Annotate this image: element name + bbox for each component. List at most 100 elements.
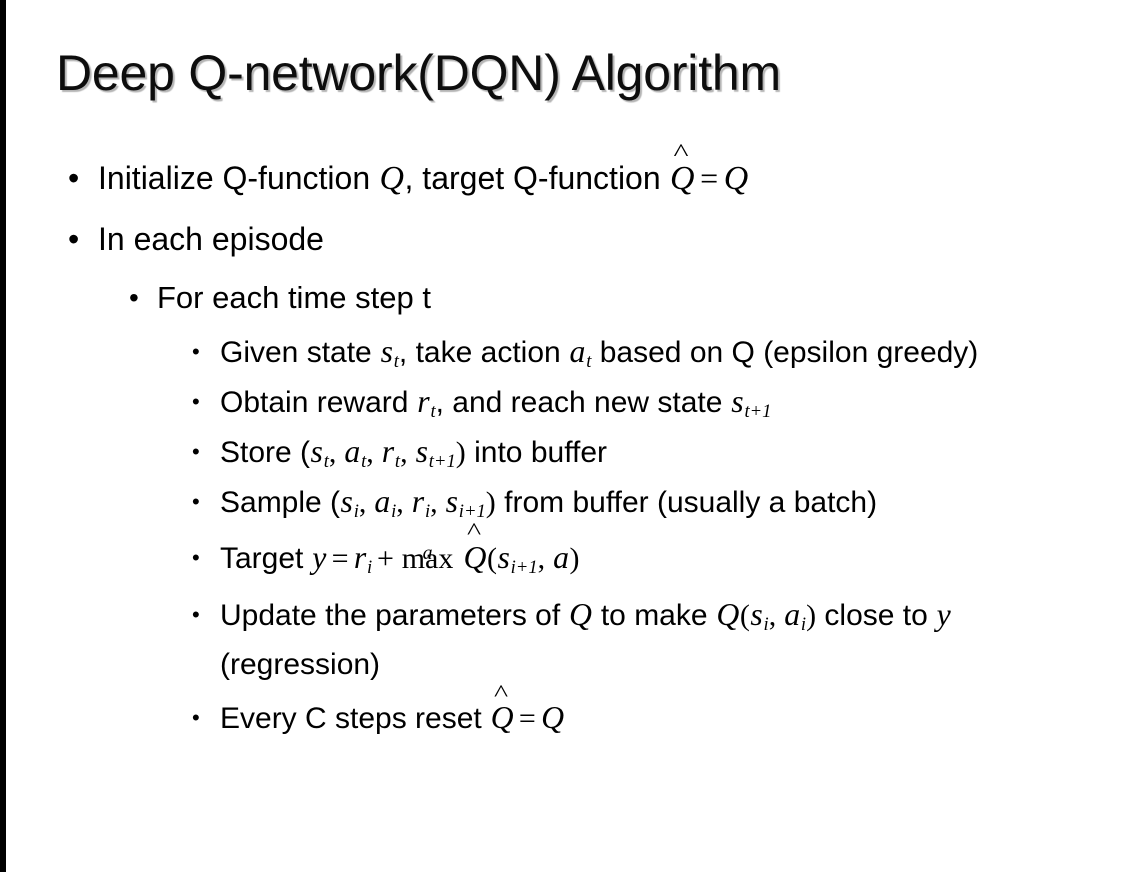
list-item: • Initialize Q-function Q, target Q-func…: [0, 140, 1124, 209]
math-separator: ,: [537, 542, 553, 575]
math-subscript: t: [430, 401, 436, 423]
math-q: Q: [716, 597, 740, 632]
list-item-text: Sample (si, ai, ri, si+1) from buffer (u…: [220, 477, 1094, 527]
math-close-paren: ): [455, 436, 466, 469]
math-q-hat: Q^: [463, 520, 487, 590]
math-subscript: i+1: [458, 501, 486, 523]
bullet-dot-icon: •: [192, 489, 200, 514]
math-separator: ,: [430, 486, 446, 519]
math-plus: +: [377, 542, 394, 575]
list-item: • Sample (si, ai, ri, si+1) from buffer …: [0, 477, 1124, 527]
math-subscript: i: [424, 501, 431, 523]
bullet-dot-icon: •: [192, 339, 200, 364]
math-close-paren: ): [806, 599, 817, 632]
math-open-paren: (: [739, 599, 750, 632]
math-subscript: t: [323, 451, 329, 473]
text-fragment: Given state: [220, 336, 381, 369]
math-s: s: [497, 540, 510, 575]
math-q: Q: [379, 160, 405, 197]
bullet-dot-icon: •: [192, 389, 200, 414]
math-subscript: i: [353, 501, 359, 523]
text-fragment: Target: [220, 542, 312, 575]
text-fragment: , target Q-function: [404, 160, 670, 196]
text-fragment: from buffer (usually a batch): [495, 486, 878, 519]
math-r: r: [353, 540, 367, 575]
list-item: • For each time step t: [0, 269, 1124, 327]
text-fragment: close to: [816, 599, 937, 632]
math-open-paren: (: [486, 542, 497, 575]
math-s: s: [445, 484, 458, 519]
bullet-list: • Initialize Q-function Q, target Q-func…: [0, 140, 1124, 747]
math-s: s: [750, 597, 763, 632]
math-subscript: t: [586, 351, 592, 373]
math-subscript: t: [394, 451, 401, 473]
text-fragment: Sample (: [220, 486, 341, 519]
math-q-hat-base: Q: [670, 160, 695, 197]
list-item: • Every C steps reset Q^=Q: [0, 682, 1124, 747]
math-s: s: [731, 384, 744, 419]
math-subscript: i+1: [510, 557, 538, 579]
math-subscript: t: [361, 451, 367, 473]
math-y: y: [312, 540, 327, 575]
math-subscript: i: [763, 614, 769, 636]
list-item: • In each episode: [0, 209, 1124, 269]
math-q: Q: [723, 160, 749, 197]
math-r: r: [381, 434, 395, 469]
math-separator: ,: [328, 436, 344, 469]
list-item-text: Every C steps reset Q^=Q: [220, 682, 1094, 747]
math-equals: =: [518, 702, 536, 735]
math-q-hat-base: Q: [490, 700, 514, 735]
math-a: a: [784, 597, 801, 632]
bullet-dot-icon: •: [68, 221, 80, 257]
math-s: s: [415, 434, 428, 469]
list-item: • Given state st, take action at based o…: [0, 327, 1124, 377]
math-q-hat: Q^: [490, 682, 514, 747]
math-separator: ,: [366, 436, 382, 469]
list-item: • Obtain reward rt, and reach new state …: [0, 377, 1124, 427]
text-fragment: , and reach new state: [435, 386, 731, 419]
math-q-hat-base: Q: [463, 540, 487, 575]
text-fragment: into buffer: [465, 436, 607, 469]
math-max-label: max: [401, 542, 454, 575]
math-y: y: [936, 597, 951, 632]
math-subscript: t+1: [744, 401, 772, 423]
slide-left-edge-bar: [0, 0, 6, 872]
math-a: a: [569, 334, 586, 369]
list-item-text: Given state st, take action at based on …: [220, 327, 1094, 377]
math-q: Q: [541, 700, 565, 735]
text-fragment: (regression): [220, 648, 381, 681]
list-item-text: Initialize Q-function Q, target Q-functi…: [98, 140, 1124, 209]
list-item-text: In each episode: [98, 221, 324, 257]
bullet-dot-icon: •: [192, 705, 200, 730]
math-s: s: [310, 434, 323, 469]
math-a: a: [553, 540, 570, 575]
text-fragment: Store (: [220, 436, 311, 469]
text-fragment: , take action: [398, 336, 570, 369]
page-title: Deep Q-network(DQN) Algorithm: [56, 45, 781, 101]
list-item-text: For each time step t: [157, 280, 431, 315]
text-fragment: based on Q (epsilon greedy): [591, 336, 979, 369]
math-separator: ,: [400, 436, 416, 469]
math-q-hat: Q^: [670, 140, 696, 209]
math-a: a: [374, 484, 391, 519]
bullet-dot-icon: •: [192, 602, 200, 627]
list-item: • Store (st, at, rt, st+1) into buffer: [0, 427, 1124, 477]
text-fragment: Every C steps reset: [220, 702, 491, 735]
text-fragment: Update the parameters of: [220, 599, 569, 632]
math-subscript: i: [800, 614, 807, 636]
math-q: Q: [569, 597, 592, 632]
math-separator: ,: [358, 486, 374, 519]
math-s: s: [380, 334, 393, 369]
text-fragment: to make: [592, 599, 716, 632]
list-item-text: Update the parameters of Q to make Q(si,…: [220, 590, 1094, 689]
list-item: • Update the parameters of Q to make Q(s…: [0, 590, 1124, 689]
text-fragment: Initialize Q-function: [98, 160, 380, 196]
math-subscript: t+1: [428, 451, 456, 473]
math-subscript: i: [367, 557, 373, 579]
bullet-dot-icon: •: [68, 160, 80, 196]
math-a: a: [344, 434, 361, 469]
math-close-paren: ): [569, 542, 580, 575]
